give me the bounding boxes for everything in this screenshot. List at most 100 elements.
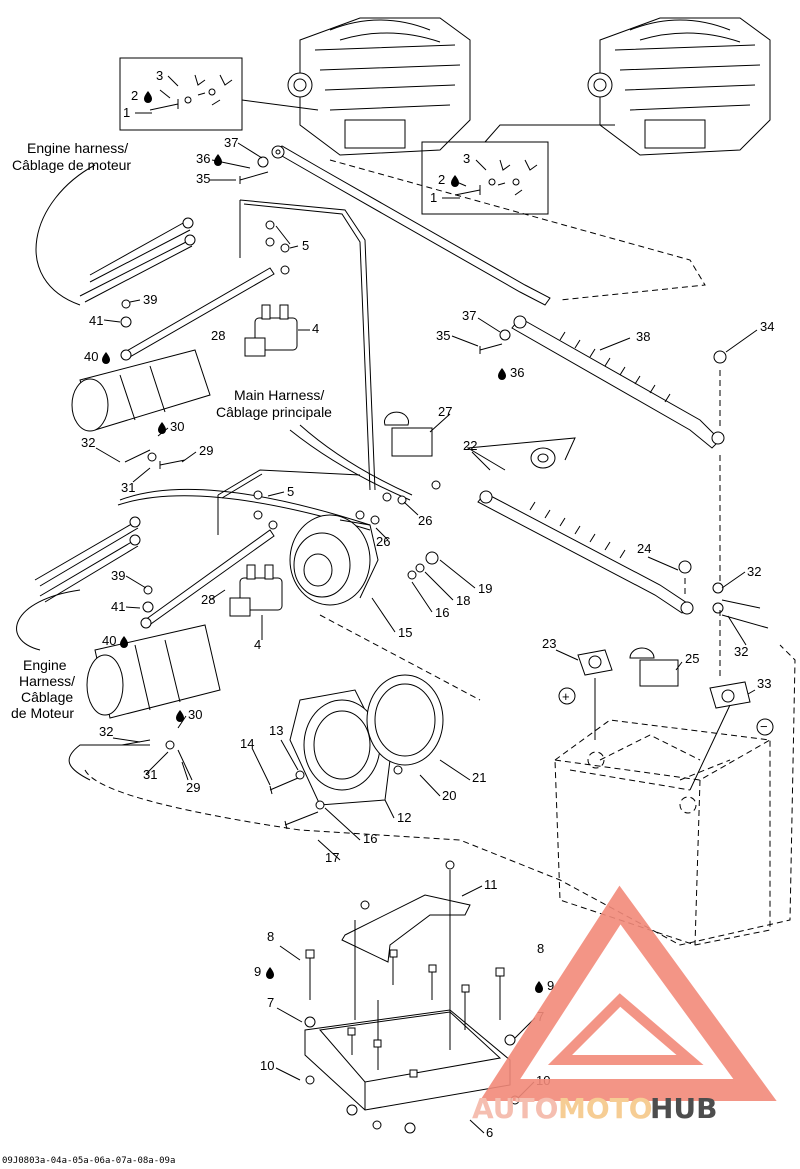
callout-39: 39 bbox=[111, 568, 125, 583]
callout-14: 14 bbox=[240, 736, 254, 751]
callout-30: 30 bbox=[170, 419, 184, 434]
callout-6: 6 bbox=[486, 1125, 493, 1140]
hold-down-bracket-11 bbox=[341, 894, 471, 963]
hardware-small bbox=[120, 156, 727, 810]
callout-9: 9 bbox=[547, 978, 554, 993]
callout-20: 20 bbox=[442, 788, 456, 803]
callout-28: 28 bbox=[211, 328, 225, 343]
label-line: Câblage principale bbox=[216, 404, 332, 420]
callout-28: 28 bbox=[201, 592, 215, 607]
callout-8: 8 bbox=[267, 929, 274, 944]
callout-24: 24 bbox=[637, 541, 651, 556]
callout-22: 22 bbox=[463, 438, 477, 453]
callout-36: 36 bbox=[196, 151, 210, 166]
drawing-code: 09J0803a-04a-05a-06a-07a-08a-09a bbox=[2, 1156, 175, 1166]
callout-39: 39 bbox=[143, 292, 157, 307]
main-harness-label: Main Harness/ Câblage principale bbox=[216, 387, 332, 420]
callout-40: 40 bbox=[84, 349, 98, 364]
callout-21: 21 bbox=[472, 770, 486, 785]
callout-2: 2 bbox=[438, 172, 445, 187]
starter-motor-lower bbox=[86, 624, 221, 719]
drop-icon bbox=[144, 91, 152, 103]
callout-18: 18 bbox=[456, 593, 470, 608]
callout-32: 32 bbox=[747, 564, 761, 579]
gasket-21 bbox=[366, 674, 444, 766]
engine-harness-label-left: Engine Harness/ Câblage de Moteur bbox=[11, 657, 75, 721]
battery-cable-22 bbox=[477, 490, 694, 615]
callout-7: 7 bbox=[267, 995, 274, 1010]
leader-lines bbox=[95, 75, 758, 1134]
drop-icon bbox=[535, 981, 543, 993]
label-line: Main Harness/ bbox=[234, 387, 324, 403]
callout-26: 26 bbox=[418, 513, 432, 528]
callout-25: 25 bbox=[685, 651, 699, 666]
drop-icon bbox=[176, 710, 184, 722]
callout-23: 23 bbox=[542, 636, 556, 651]
ground-cable-upper bbox=[271, 145, 551, 306]
drop-icon bbox=[451, 175, 459, 187]
bolt-group-right bbox=[454, 159, 538, 196]
eyelet-22 bbox=[530, 447, 556, 469]
watermark-auto: AUTO bbox=[472, 1092, 558, 1125]
callout-9: 9 bbox=[254, 964, 261, 979]
callout-19: 19 bbox=[478, 581, 492, 596]
starter-motor-upper bbox=[71, 349, 211, 432]
flywheel-cover-15 bbox=[289, 514, 379, 606]
callout-36: 36 bbox=[510, 365, 524, 380]
callout-35: 35 bbox=[436, 328, 450, 343]
drop-icon bbox=[266, 967, 274, 979]
bolts bbox=[121, 171, 769, 830]
callout-4: 4 bbox=[312, 321, 319, 336]
automotohub-watermark: AUTO MOTO HUB bbox=[472, 885, 777, 1125]
drop-icon bbox=[498, 368, 506, 380]
callout-5: 5 bbox=[287, 484, 294, 499]
battery-cable-38 bbox=[511, 315, 725, 449]
harness-wire bbox=[289, 424, 413, 501]
battery-clamp-33 bbox=[709, 681, 751, 709]
callout-32: 32 bbox=[81, 435, 95, 450]
drop-icon bbox=[158, 422, 166, 434]
terminal-cover-27 bbox=[384, 411, 433, 457]
callout-13: 13 bbox=[269, 723, 283, 738]
callout-37: 37 bbox=[462, 308, 476, 323]
callout-11: 11 bbox=[484, 877, 498, 892]
callout-15: 15 bbox=[398, 625, 412, 640]
label-line: Harness/ bbox=[19, 673, 75, 689]
label-line: Câblage bbox=[21, 689, 73, 705]
callout-17: 17 bbox=[325, 850, 339, 865]
drop-icon bbox=[214, 154, 222, 166]
detail-box-left bbox=[119, 57, 243, 131]
solenoid-lower bbox=[229, 564, 283, 617]
callout-37: 37 bbox=[224, 135, 238, 150]
label-line: Câblage de moteur bbox=[12, 157, 131, 173]
callout-34: 34 bbox=[760, 319, 774, 334]
callout-32: 32 bbox=[734, 644, 748, 659]
callout-31: 31 bbox=[143, 767, 157, 782]
drop-icon bbox=[102, 352, 110, 364]
callout-3: 3 bbox=[156, 68, 163, 83]
callout-32: 32 bbox=[99, 724, 113, 739]
callout-38: 38 bbox=[636, 329, 650, 344]
callout-numbers: 1 2 3 1 2 3 37 36 35 5 39 41 28 4 40 32 … bbox=[81, 68, 774, 1140]
engine-illustration-left bbox=[287, 17, 471, 156]
engine-harness-label-top: Engine harness/ Câblage de moteur bbox=[12, 140, 131, 173]
watermark-moto: MOTO bbox=[558, 1092, 653, 1125]
callout-29: 29 bbox=[186, 780, 200, 795]
callout-41: 41 bbox=[111, 599, 125, 614]
callout-2: 2 bbox=[131, 88, 138, 103]
label-line: de Moteur bbox=[11, 705, 74, 721]
drop-icon bbox=[120, 636, 128, 648]
battery-clamp-23 bbox=[577, 649, 613, 676]
callout-1: 1 bbox=[430, 190, 437, 205]
positive-terminal-symbol: + bbox=[558, 687, 576, 705]
callout-1: 1 bbox=[123, 105, 130, 120]
negative-terminal-symbol: − bbox=[756, 718, 774, 736]
callout-35: 35 bbox=[196, 171, 210, 186]
callout-30: 30 bbox=[188, 707, 202, 722]
bolt-group-left bbox=[149, 74, 233, 111]
callout-41: 41 bbox=[89, 313, 103, 328]
callout-29: 29 bbox=[199, 443, 213, 458]
callout-31: 31 bbox=[121, 480, 135, 495]
callout-8: 8 bbox=[537, 941, 544, 956]
